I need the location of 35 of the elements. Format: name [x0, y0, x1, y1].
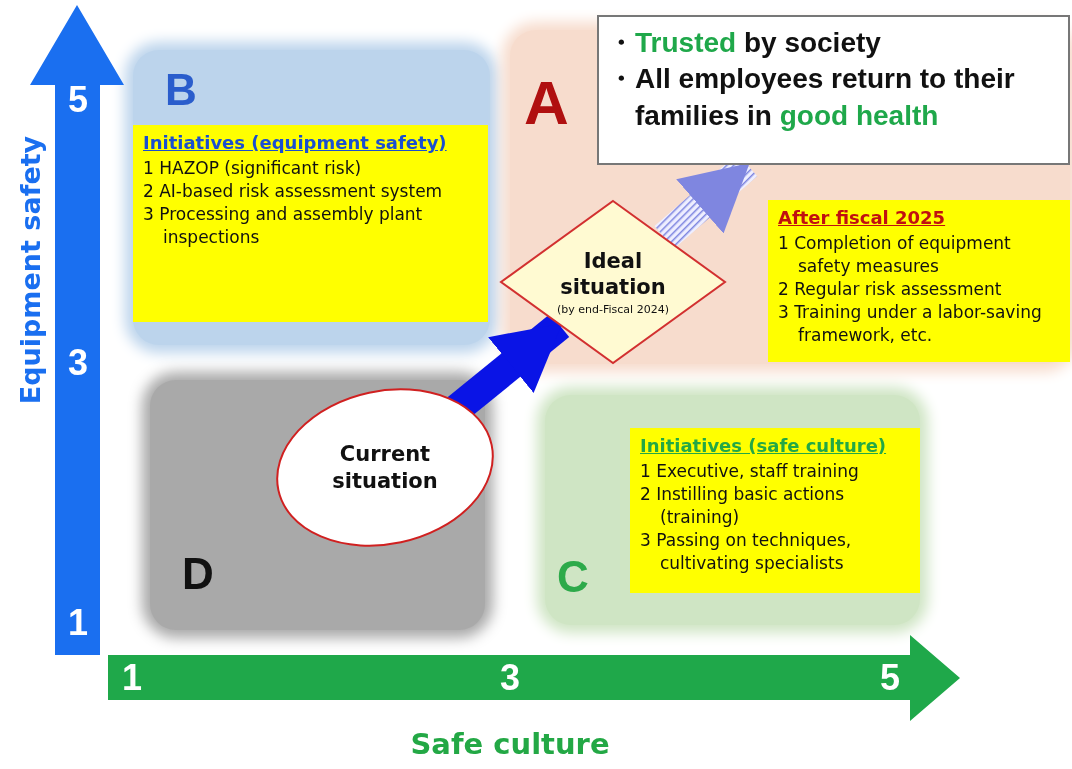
axis-title: Safe culture: [410, 727, 610, 761]
list-item: 1 Completion of equipment safety measures: [778, 232, 1012, 279]
goal-item: ・Trusted by society: [607, 26, 882, 60]
axis-tick-label: 1: [121, 660, 143, 696]
shape-label: Ideal situation: [559, 247, 667, 301]
shape-label: Current situation: [331, 441, 439, 494]
quadrant-letter: C: [557, 555, 589, 599]
quadrant-letter: D: [182, 552, 214, 596]
initiatives-panel: [768, 200, 1070, 362]
quadrant-background: [133, 50, 490, 345]
list-item: 3 Passing on techniques, cultivating specialists: [640, 529, 853, 575]
list-item: 2 Regular risk assessment: [778, 278, 1003, 302]
goal-item: ・All employees return to their families in good health: [607, 62, 1016, 133]
axis-tick-label: 3: [499, 660, 521, 696]
goal-box: [597, 15, 1070, 165]
list-item: 1 Executive, staff training: [640, 460, 860, 484]
panel-heading: Initiatives (safe culture): [640, 434, 888, 458]
axis-tick-label: 3: [67, 345, 89, 381]
quadrant-letter: B: [165, 68, 197, 112]
initiatives-panel: [133, 125, 488, 322]
shape-sublabel: (by end-Fiscal 2024): [557, 303, 669, 317]
axis-tick-label: 5: [67, 82, 89, 118]
axis-tick-label: 5: [879, 660, 901, 696]
initiatives-panel: [630, 428, 920, 593]
panel-heading: Initiatives (equipment safety): [143, 131, 448, 155]
axis-tick-label: 1: [67, 605, 89, 641]
panel-heading: After fiscal 2025: [778, 206, 947, 230]
list-item: 1 HAZOP (significant risk): [143, 157, 363, 181]
axis-title: Equipment safety: [14, 135, 46, 405]
list-item: 3 Processing and assembly plant inspections: [143, 203, 424, 250]
quadrant-background: [545, 395, 920, 625]
list-item: 3 Training under a labor-saving framework, etc.: [778, 301, 1043, 347]
quadrant-letter: A: [524, 72, 569, 134]
list-item: 2 Instilling basic actions (training): [640, 483, 846, 530]
list-item: 2 AI-based risk assessment system: [143, 180, 444, 204]
